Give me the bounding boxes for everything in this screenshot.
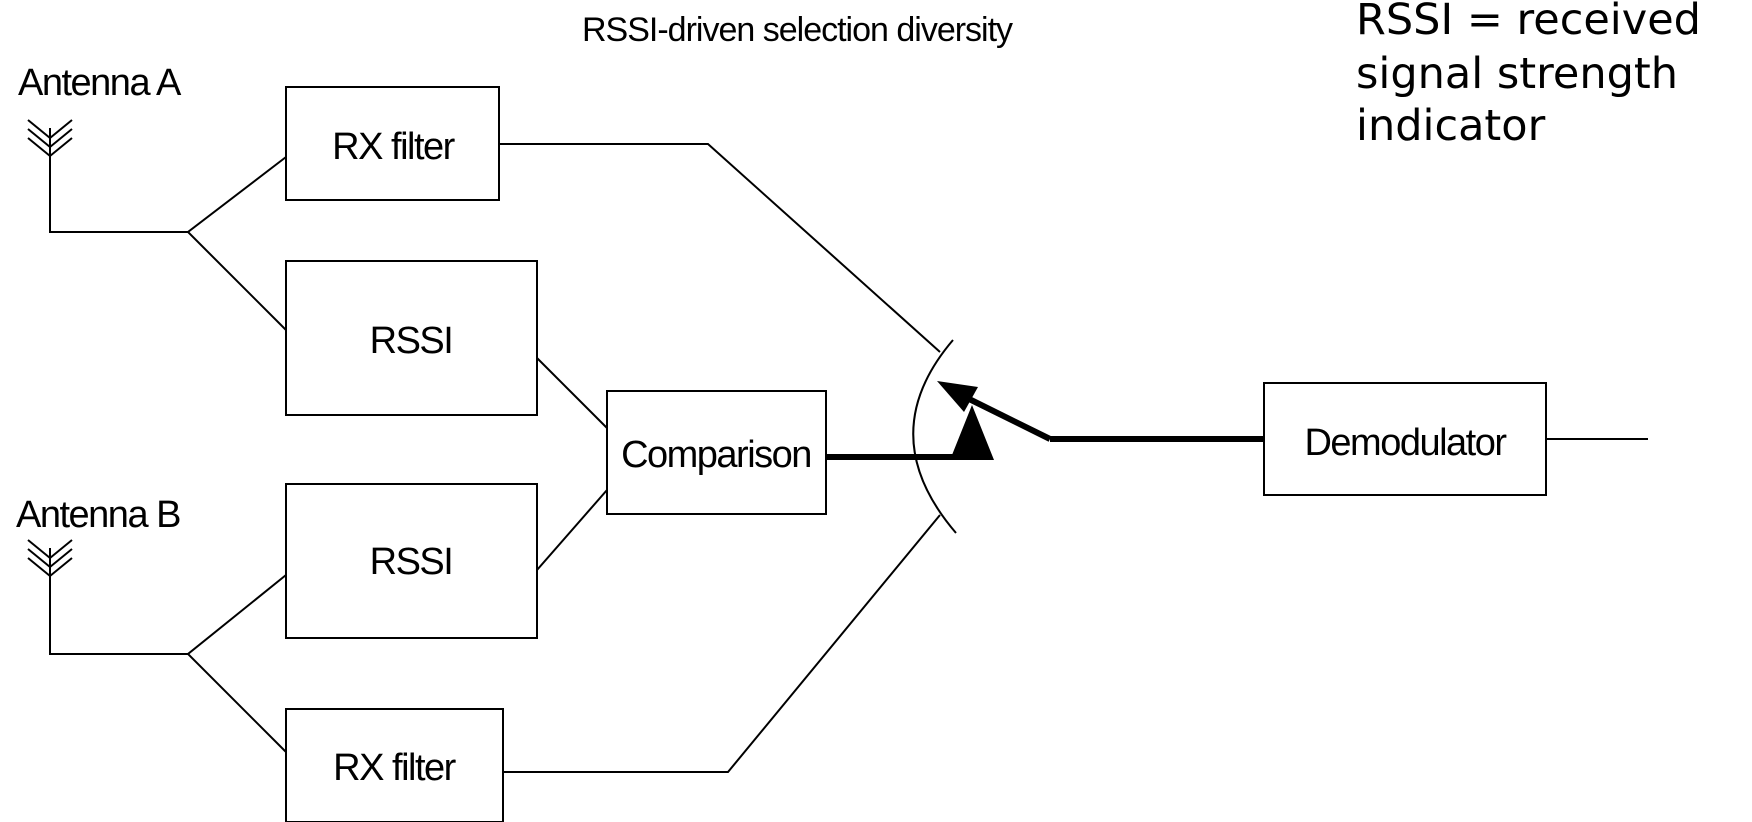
rx-filter-b-label: RX filter	[333, 747, 456, 789]
rssi-b-to-comparison	[536, 489, 608, 571]
control-arrowhead	[950, 405, 994, 460]
comparison-block: Comparison	[606, 390, 827, 515]
rx-filter-a-block: RX filter	[285, 86, 500, 201]
antenna-a-split	[186, 156, 287, 331]
rssi-b-label: RSSI	[370, 541, 453, 583]
rssi-definition-note: RSSI = received signal strength indicato…	[1356, 0, 1701, 151]
rssi-a-label: RSSI	[370, 320, 453, 362]
antenna-a-icon	[27, 119, 188, 233]
note-line-3: indicator	[1356, 101, 1546, 151]
rx-filter-a-label: RX filter	[332, 126, 455, 168]
antenna-b-label: Antenna B	[16, 494, 180, 536]
rx-filter-a-output	[499, 143, 941, 353]
switch-arc	[912, 339, 957, 534]
demodulator-block: Demodulator	[1263, 382, 1547, 496]
rx-filter-b-block: RX filter	[285, 708, 504, 822]
comparison-label: Comparison	[621, 434, 811, 476]
demodulator-label: Demodulator	[1304, 422, 1507, 464]
antenna-b-split	[186, 574, 287, 753]
antenna-a-label: Antenna A	[18, 62, 182, 104]
note-line-2: signal strength	[1356, 49, 1678, 99]
antenna-b-icon	[27, 539, 188, 655]
rssi-a-to-comparison	[536, 357, 608, 429]
rssi-a-block: RSSI	[285, 260, 538, 416]
rssi-b-block: RSSI	[285, 483, 538, 639]
diagram-title: RSSI-driven selection diversity	[582, 11, 1013, 49]
note-line-1: RSSI = received	[1356, 0, 1701, 45]
rx-filter-b-output	[503, 514, 941, 773]
switch-blade-arrowhead	[937, 381, 978, 412]
switch-blade	[953, 389, 1052, 442]
